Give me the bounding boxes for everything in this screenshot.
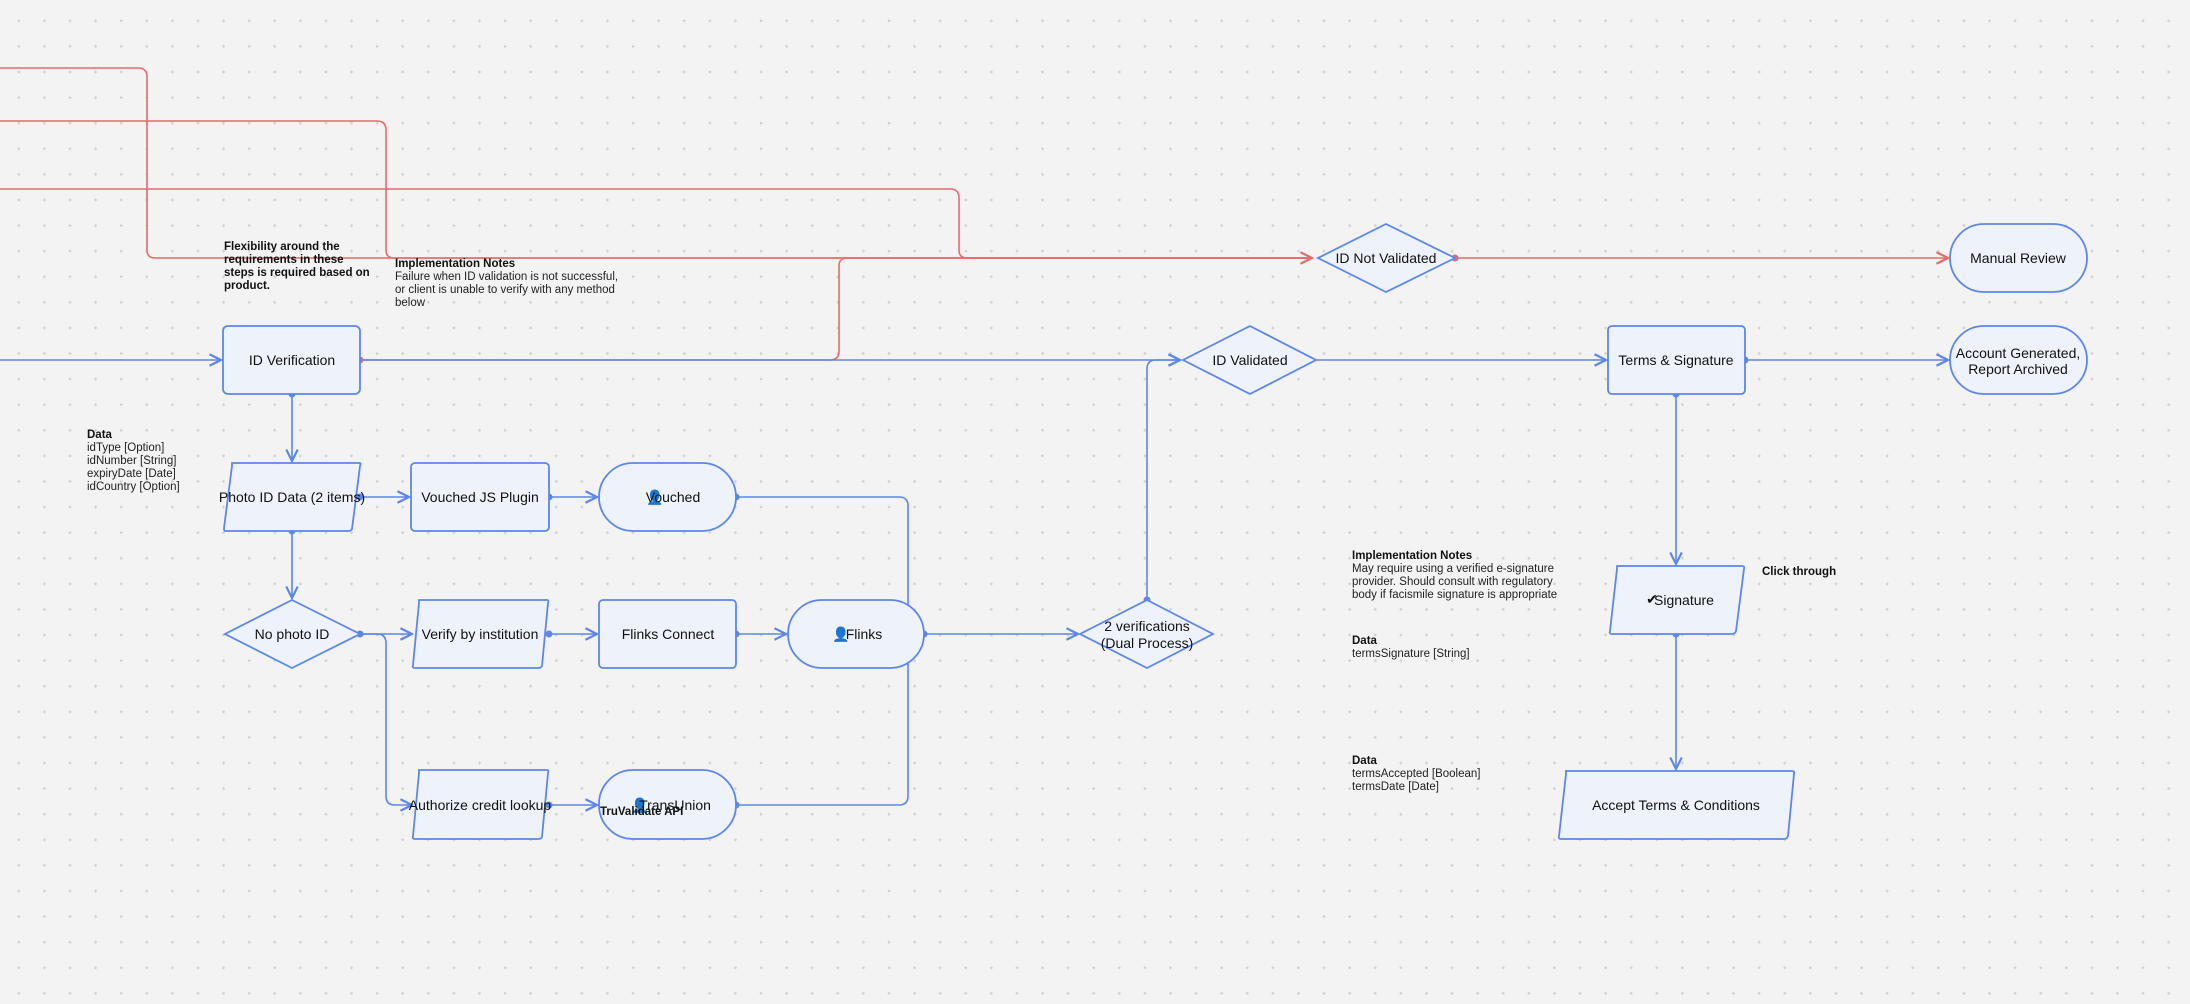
node-no-photo-id[interactable]: No photo ID bbox=[223, 598, 363, 670]
node-label: Signature bbox=[1654, 592, 1714, 608]
node-id-verification[interactable]: ID Verification bbox=[222, 325, 361, 395]
edge-nophotoid-to-authcredit bbox=[360, 633, 412, 805]
node-accept-terms[interactable]: Accept Terms & Conditions bbox=[1557, 770, 1796, 840]
note-title: Data bbox=[1352, 635, 1378, 647]
note-implementation-1: Implementation Notes Failure when ID val… bbox=[395, 258, 618, 309]
node-label: Account Generated, bbox=[1956, 345, 2081, 361]
check-icon: ✔ bbox=[1646, 591, 1658, 607]
note-line: requirements in these bbox=[224, 254, 344, 266]
note-line: termsSignature [String] bbox=[1352, 648, 1470, 660]
note-line: body if facismile signature is appropria… bbox=[1352, 589, 1557, 601]
node-label: Vouched JS Plugin bbox=[421, 489, 539, 505]
node-terms-signature[interactable]: Terms & Signature bbox=[1607, 325, 1746, 395]
note-line: below bbox=[395, 297, 426, 309]
node-signature[interactable]: ✔ Signature bbox=[1608, 565, 1746, 635]
edge-red-top-1 bbox=[0, 67, 1312, 258]
node-manual-review[interactable]: Manual Review bbox=[1949, 223, 2088, 293]
node-label: Flinks bbox=[846, 626, 883, 642]
note-title: Implementation Notes bbox=[395, 258, 515, 270]
node-flinks[interactable]: 👤 Flinks bbox=[787, 599, 925, 669]
connector-dot bbox=[545, 630, 553, 638]
person-icon: 👤 bbox=[832, 626, 849, 643]
note-data-1: Data idType [Option] idNumber [String] e… bbox=[87, 429, 180, 493]
node-label: Flinks Connect bbox=[622, 626, 715, 642]
note-title: Data bbox=[1352, 755, 1378, 767]
node-label: Report Archived bbox=[1968, 361, 2068, 377]
note-line: idType [Option] bbox=[87, 442, 164, 454]
node-label: TransUnion bbox=[639, 797, 711, 813]
note-line: termsDate [Date] bbox=[1352, 781, 1439, 793]
person-icon: 👤 bbox=[646, 489, 663, 506]
node-verify-by-institution[interactable]: Verify by institution bbox=[411, 599, 550, 669]
note-implementation-2: Implementation Notes May require using a… bbox=[1352, 550, 1557, 601]
node-vouched-js-plugin[interactable]: Vouched JS Plugin bbox=[410, 462, 550, 532]
node-flinks-connect[interactable]: Flinks Connect bbox=[598, 599, 737, 669]
node-label: ID Not Validated bbox=[1336, 250, 1437, 266]
node-two-verifications[interactable]: 2 verifications (Dual Process) bbox=[1078, 598, 1215, 670]
edge-2verifications-to-idvalidated bbox=[1146, 360, 1180, 600]
edge-vouched-merge bbox=[736, 496, 909, 634]
node-label: Verify by institution bbox=[422, 626, 539, 642]
node-id-not-validated[interactable]: ID Not Validated bbox=[1315, 222, 1458, 294]
note-data-2: Data termsSignature [String] bbox=[1352, 635, 1470, 660]
node-label: Accept Terms & Conditions bbox=[1592, 797, 1760, 813]
note-line: provider. Should consult with regulatory bbox=[1352, 576, 1553, 588]
node-label: ID Verification bbox=[249, 352, 335, 368]
node-label: ID Validated bbox=[1212, 352, 1287, 368]
note-line: May require using a verified e-signature bbox=[1352, 563, 1554, 575]
node-transunion[interactable]: 👤 TransUnion bbox=[598, 769, 737, 840]
node-label: No photo ID bbox=[255, 626, 330, 642]
note-line: expiryDate [Date] bbox=[87, 468, 176, 480]
node-label: 2 verifications bbox=[1104, 618, 1190, 634]
flow-edges bbox=[0, 357, 1948, 809]
node-label: (Dual Process) bbox=[1101, 635, 1194, 651]
connector-dot bbox=[545, 801, 553, 809]
node-label: Manual Review bbox=[1970, 250, 2067, 266]
node-authorize-credit-lookup[interactable]: Authorize credit lookup bbox=[409, 769, 552, 840]
edge-red-top-3 bbox=[0, 188, 1312, 259]
note-flexibility: Flexibility around the requirements in t… bbox=[224, 241, 370, 292]
node-label: Terms & Signature bbox=[1618, 352, 1733, 368]
note-line: or client is unable to verify with any m… bbox=[395, 284, 615, 296]
failure-edges bbox=[0, 67, 1948, 364]
edge-label-truvalidate: TruValidate API bbox=[600, 806, 683, 818]
note-line: idCountry [Option] bbox=[87, 481, 180, 493]
node-label: Authorize credit lookup bbox=[409, 797, 552, 813]
edge-red-top-2 bbox=[0, 120, 1312, 259]
note-line: Failure when ID validation is not succes… bbox=[395, 271, 618, 283]
node-vouched[interactable]: 👤 Vouched bbox=[598, 462, 737, 532]
node-photo-id-data[interactable]: Photo ID Data (2 items) bbox=[219, 462, 365, 532]
node-id-validated[interactable]: ID Validated bbox=[1181, 324, 1318, 396]
person-icon: 👤 bbox=[631, 797, 648, 814]
note-line: steps is required based on bbox=[224, 267, 370, 279]
node-label: Vouched bbox=[646, 489, 701, 505]
note-line: product. bbox=[224, 280, 270, 292]
note-title: Implementation Notes bbox=[1352, 550, 1472, 562]
node-label: Photo ID Data (2 items) bbox=[219, 489, 365, 505]
node-account-generated[interactable]: Account Generated, Report Archived bbox=[1949, 325, 2088, 395]
note-line: termsAccepted [Boolean] bbox=[1352, 768, 1481, 780]
edge-transunion-merge bbox=[736, 634, 909, 806]
connector-dot bbox=[356, 493, 364, 501]
note-line: Flexibility around the bbox=[224, 241, 340, 253]
note-data-3: Data termsAccepted [Boolean] termsDate [… bbox=[1352, 755, 1481, 793]
note-title: Data bbox=[87, 429, 113, 441]
note-click-through: Click through bbox=[1762, 566, 1836, 578]
note-line: idNumber [String] bbox=[87, 455, 176, 467]
